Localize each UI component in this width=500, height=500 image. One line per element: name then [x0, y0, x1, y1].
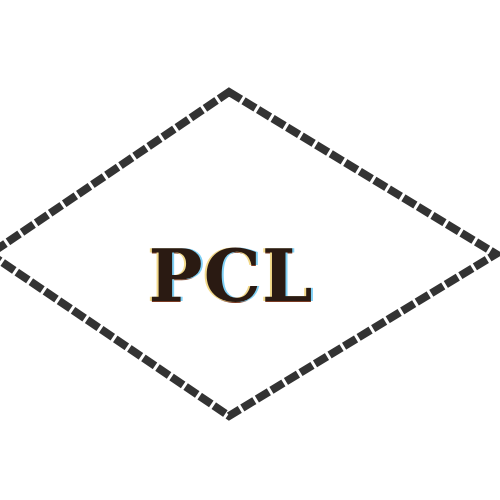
diamond-label: PCL	[148, 233, 314, 318]
diamond-outline	[0, 87, 500, 421]
